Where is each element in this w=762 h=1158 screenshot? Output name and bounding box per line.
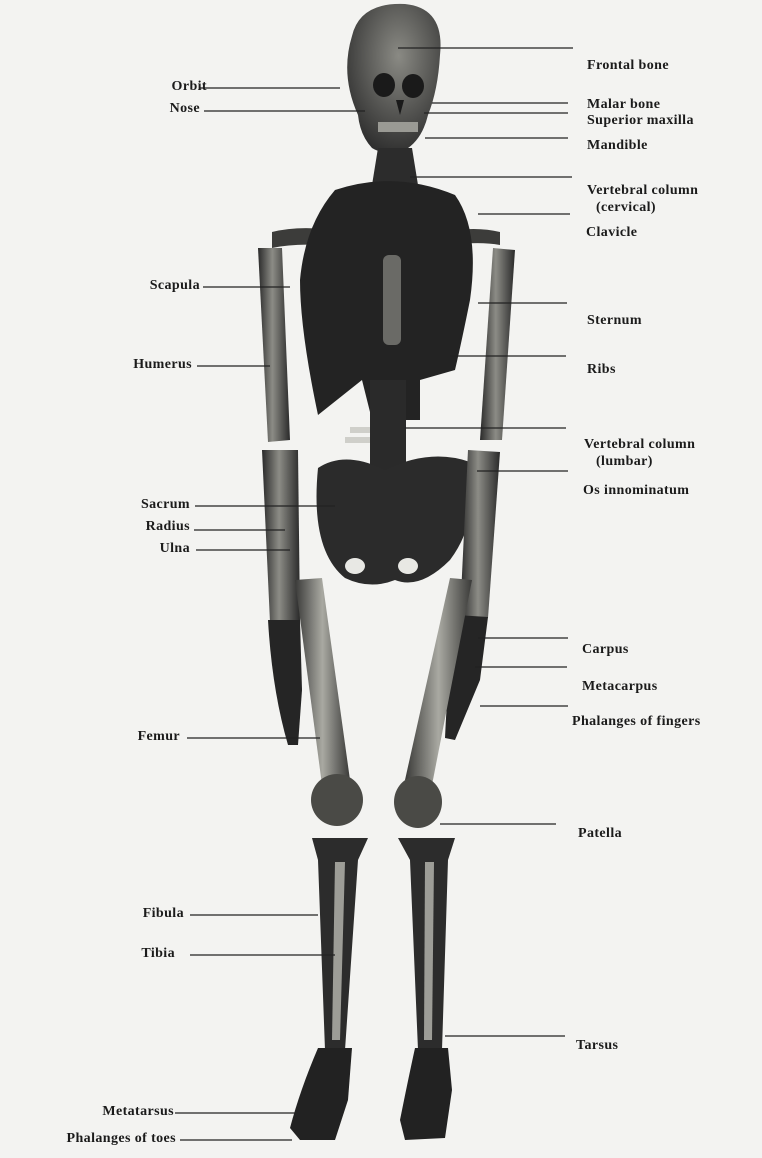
label-phalanges-of-toes: Phalanges of toes <box>67 1131 176 1147</box>
label-sacrum: Sacrum <box>141 497 190 513</box>
label-cervical: (cervical) <box>596 200 656 216</box>
label-radius: Radius <box>146 519 190 535</box>
label-patella: Patella <box>578 826 622 842</box>
skeleton-illustration <box>258 4 515 1140</box>
label-tarsus: Tarsus <box>576 1038 618 1054</box>
label-metatarsus: Metatarsus <box>102 1104 174 1120</box>
label-tibia: Tibia <box>141 946 175 962</box>
label-humerus: Humerus <box>133 357 192 373</box>
label-lumbar: (lumbar) <box>596 454 653 470</box>
label-superior-maxilla: Superior maxilla <box>587 113 694 129</box>
left-forearm <box>262 450 300 622</box>
label-phalanges-of-fingers: Phalanges of fingers <box>572 714 701 730</box>
left-foot <box>290 1048 352 1140</box>
left-femur <box>295 578 350 785</box>
right-knee <box>394 776 442 828</box>
right-foot <box>400 1048 452 1140</box>
label-carpus: Carpus <box>582 642 629 658</box>
obturator-right <box>398 558 418 574</box>
obturator-left <box>345 558 365 574</box>
left-humerus <box>258 248 290 442</box>
sternum-bone <box>383 255 401 345</box>
label-vertebral-column-cervical: Vertebral column <box>587 183 698 199</box>
pelvis <box>317 457 473 585</box>
left-knee <box>311 774 363 826</box>
label-clavicle: Clavicle <box>586 225 637 241</box>
cervical-spine <box>372 148 418 185</box>
label-mandible: Mandible <box>587 138 648 154</box>
label-metacarpus: Metacarpus <box>582 679 658 695</box>
label-malar-bone: Malar bone <box>587 97 660 113</box>
label-ulna: Ulna <box>160 541 190 557</box>
left-orbit <box>373 73 395 97</box>
label-nose: Nose <box>170 101 200 117</box>
left-hand <box>268 620 302 745</box>
label-scapula: Scapula <box>150 278 200 294</box>
teeth <box>378 122 418 132</box>
label-vertebral-column-lumbar: Vertebral column <box>584 437 695 453</box>
label-frontal-bone: Frontal bone <box>587 58 669 74</box>
label-ribs: Ribs <box>587 362 616 378</box>
label-fibula: Fibula <box>143 906 184 922</box>
label-os-innominatum: Os innominatum <box>583 483 689 499</box>
label-femur: Femur <box>138 729 180 745</box>
right-humerus <box>480 248 515 440</box>
label-sternum: Sternum <box>587 313 642 329</box>
right-orbit <box>402 74 424 98</box>
label-orbit: Orbit <box>172 79 207 95</box>
